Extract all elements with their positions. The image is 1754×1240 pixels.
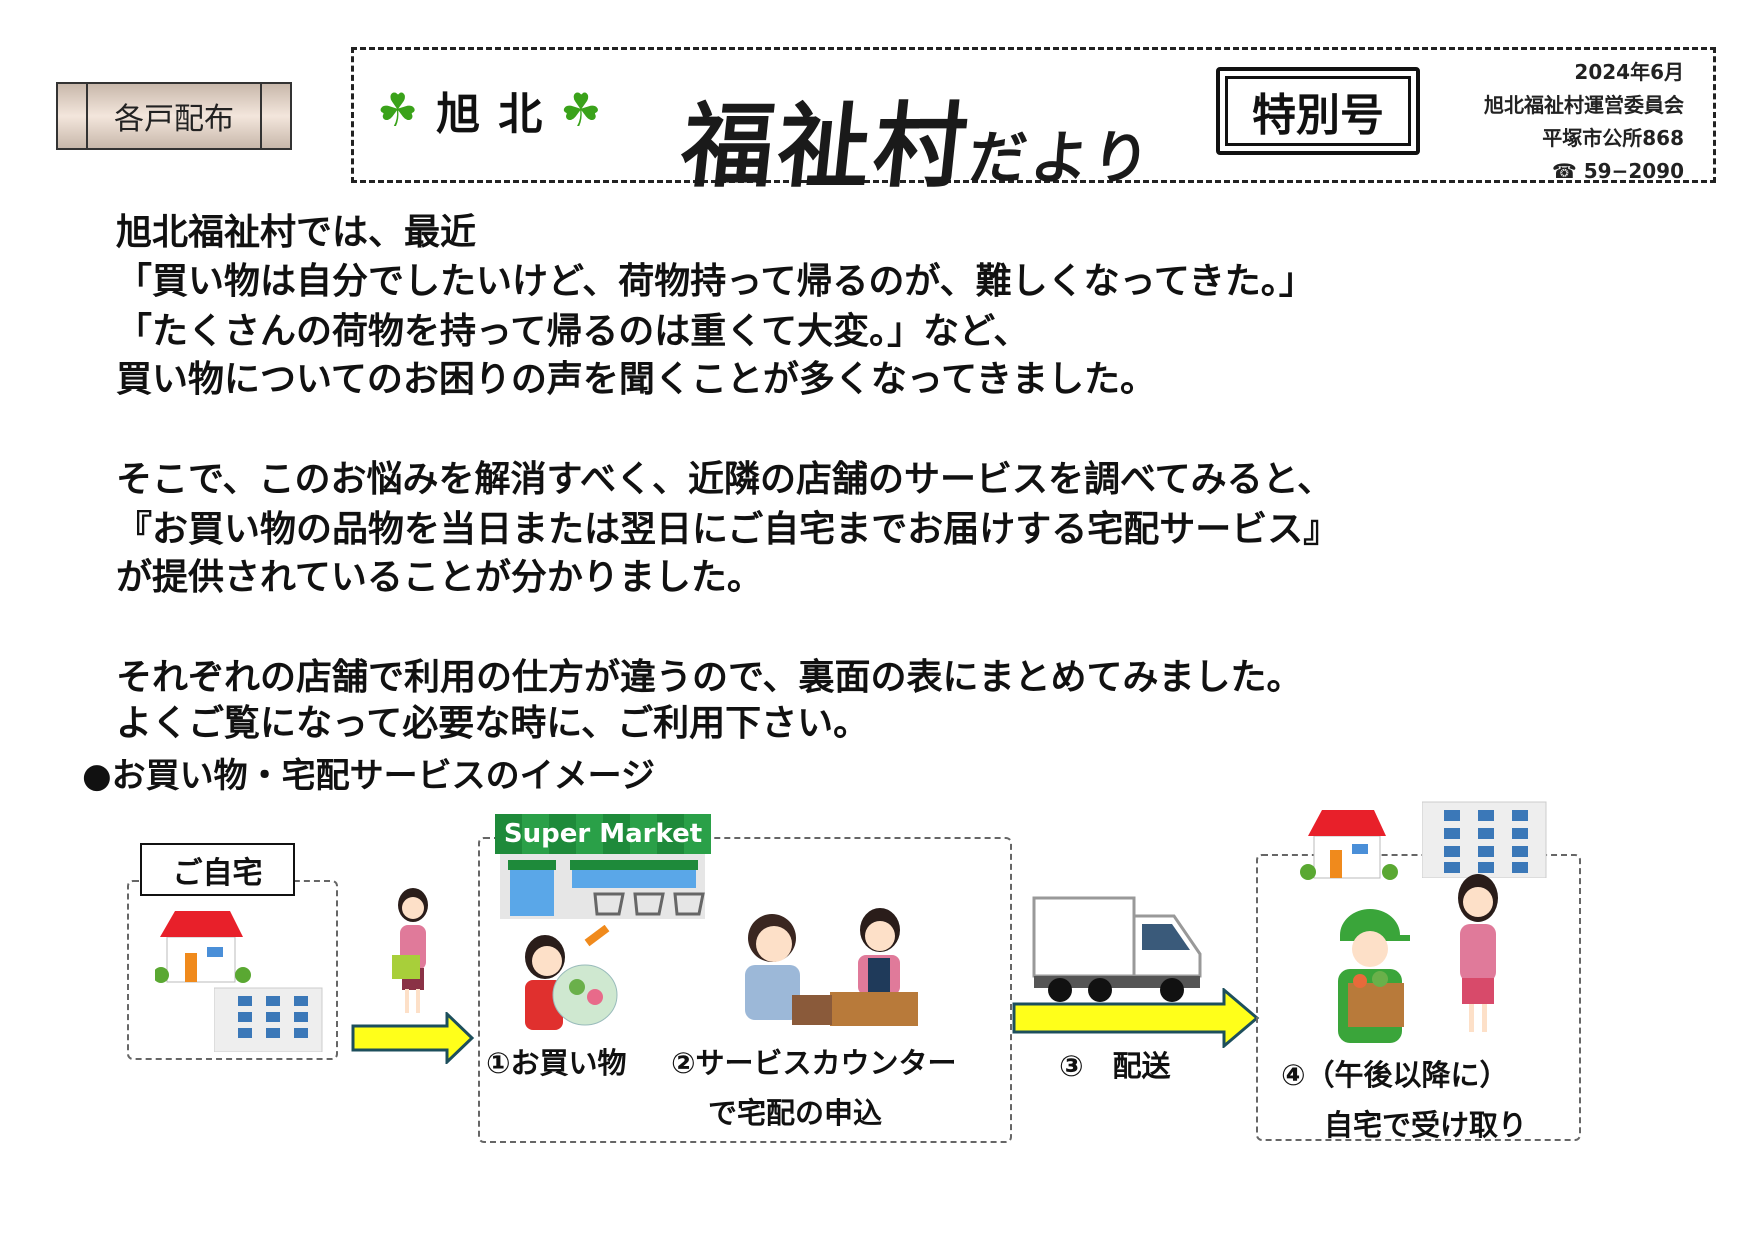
phone: ☎ 59−2090: [1551, 159, 1684, 183]
publisher-info: 2024年6月 旭北福祉村運営委員会 平塚市公所868 ☎ 59−2090: [1484, 56, 1684, 188]
step1-label: ①お買い物: [486, 1046, 627, 1080]
apartment-icon: [214, 987, 323, 1052]
newsletter-title: 福祉村だより: [676, 92, 1158, 200]
step2-label: ②サービスカウンター: [671, 1046, 957, 1080]
arrow-right-icon: [1012, 988, 1260, 1048]
body-text: が提供されていることが分かりました。: [116, 557, 763, 598]
body-text: それぞれの店舗で利用の仕方が違うので、裏面の表にまとめてみました。: [116, 657, 1303, 698]
step4-label-cont: 自宅で受け取り: [1324, 1108, 1528, 1142]
body-text: 「買い物は自分でしたいけど、荷物持って帰るのが、難しくなってきた。」: [116, 261, 1315, 302]
store-front-icon: [500, 854, 705, 919]
distribution-badge: 各戸配布: [56, 82, 292, 150]
resident-woman-icon: [1458, 874, 1498, 1032]
body-text: よくご覧になって必要な時に、ご利用下さい。: [116, 703, 870, 744]
supermarket-box: [478, 837, 1012, 1143]
address: 平塚市公所868: [1542, 126, 1684, 150]
arrow-right-icon: [351, 1012, 475, 1064]
body-text: 買い物についてのお困りの声を聞くことが多くなってきました。: [116, 359, 1157, 400]
org-char: 旭: [436, 89, 481, 140]
phone-icon: ☎: [1551, 159, 1577, 183]
apartment-icon: [1422, 801, 1547, 878]
section-heading: ●お買い物・宅配サービスのイメージ: [82, 756, 655, 796]
step2-label-cont: で宅配の申込: [708, 1096, 883, 1130]
issue-date: 2024年6月: [1574, 60, 1684, 84]
step4-label: ④（午後以降に）: [1281, 1058, 1509, 1092]
publisher: 旭北福祉村運営委員会: [1484, 93, 1684, 117]
house-icon: [155, 911, 251, 983]
masthead-frame: [351, 47, 1716, 183]
service-counter-icon: [745, 908, 918, 1026]
delivery-person-icon: [1338, 909, 1410, 1043]
store-sign: Super Market: [495, 814, 711, 854]
home-label: ご自宅: [140, 843, 295, 896]
delivery-box: [1256, 854, 1581, 1141]
special-issue-badge: 特別号: [1216, 67, 1420, 155]
body-text: 「たくさんの荷物を持って帰るのは重くて大変。」など、: [116, 311, 1030, 352]
body-text: 旭北福祉村では、最近: [116, 212, 477, 253]
clover-icon: ☘: [560, 83, 602, 137]
org-char: 北: [498, 89, 543, 140]
delivery-truck-icon: [1032, 896, 1202, 1002]
org-name: ☘ 旭 北 ☘: [377, 78, 602, 142]
body-text: 『お買い物の品物を当日または翌日にご自宅までお届けする宅配サービス』: [116, 509, 1340, 550]
body-text: そこで、このお悩みを解消すべく、近隣の店舗のサービスを調べてみると、: [116, 459, 1334, 500]
step3-label: ③ 配送: [1059, 1049, 1171, 1083]
shopping-woman-icon: [525, 925, 618, 1030]
shopper-woman-icon: [392, 888, 428, 1013]
clover-icon: ☘: [377, 83, 419, 137]
house-icon: [1300, 810, 1398, 880]
